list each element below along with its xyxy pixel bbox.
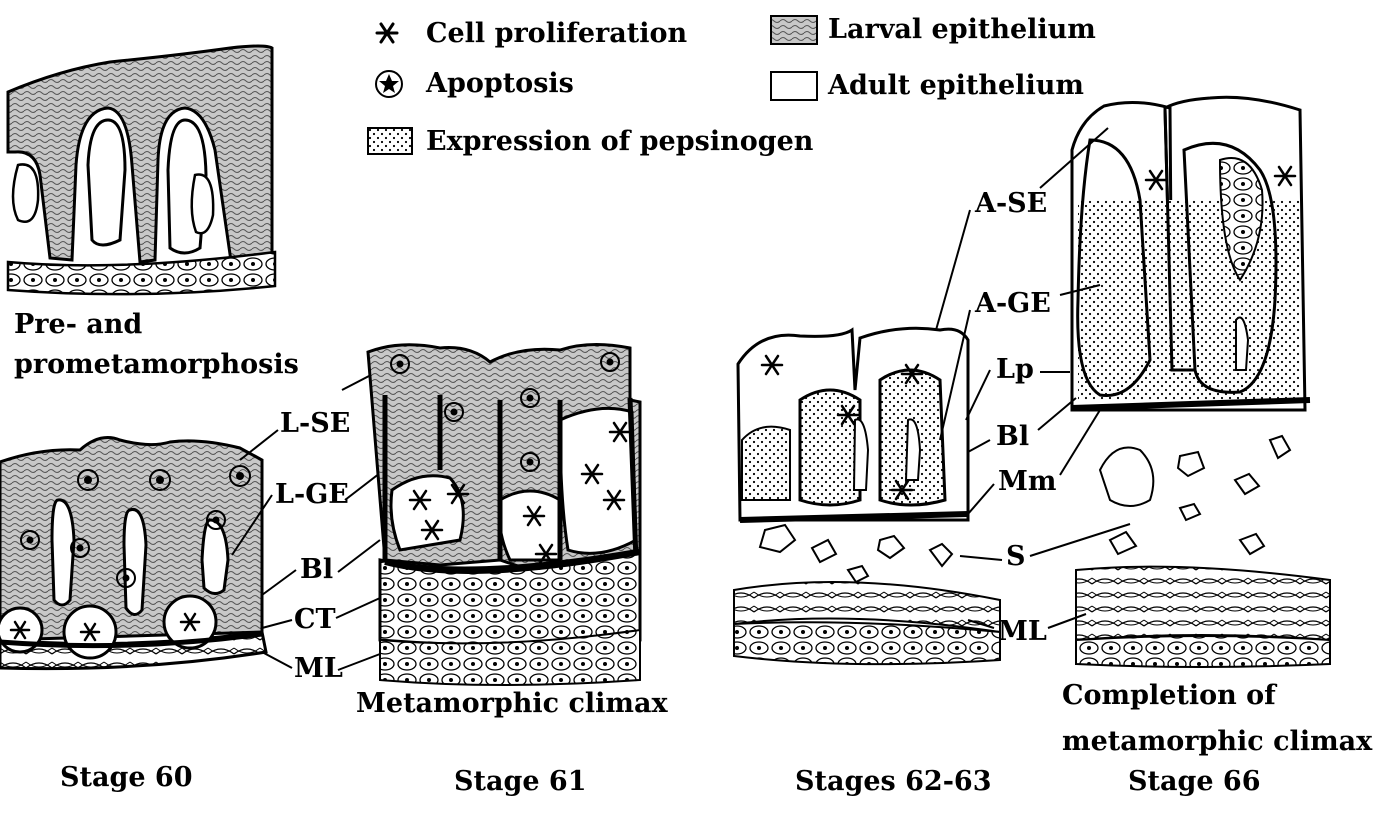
pepsinogen-swatch-icon — [367, 127, 413, 155]
panel-stage-60: Stage 60 — [0, 436, 268, 793]
pre-larval-epithelium — [6, 44, 274, 270]
larval-epithelium-swatch-icon — [770, 15, 818, 45]
label-lge: L-GE — [275, 479, 349, 510]
pre-caption-line2: prometamorphosis — [14, 349, 299, 380]
pre-caption-line1: Pre- and — [14, 309, 142, 340]
stage6263-66-labels: A-SE A-GE Lp Bl Mm S ML — [935, 127, 1131, 647]
legend-adult-epithelium-label: Adult epithelium — [827, 70, 1084, 101]
stage6263-label: Stages 62-63 — [795, 766, 991, 797]
panel-stage-66: Completion of metamorphic climax Stage 6… — [1062, 95, 1373, 797]
label-bl-1: Bl — [300, 554, 333, 585]
stage66-caption-line2: metamorphic climax — [1062, 726, 1373, 757]
label-mm: Mm — [998, 466, 1056, 497]
stage66-label: Stage 66 — [1128, 766, 1261, 797]
label-s: S — [1006, 541, 1026, 572]
label-ml-1: ML — [294, 653, 343, 684]
stage61-caption: Metamorphic climax — [356, 688, 668, 719]
apoptosis-icon — [375, 70, 403, 98]
legend: Cell proliferation Apoptosis Expression … — [367, 14, 1096, 157]
panel-pre-prometamorphosis: Pre- and prometamorphosis — [6, 44, 299, 380]
legend-pepsinogen-label: Expression of pepsinogen — [426, 126, 814, 157]
panel-stage-61: Metamorphic climax Stage 61 — [356, 342, 668, 797]
stage61-label: Stage 61 — [454, 766, 587, 797]
label-lp: Lp — [996, 354, 1034, 385]
panel-stages-62-63: Stages 62-63 — [733, 326, 1001, 797]
legend-apoptosis-label: Apoptosis — [425, 68, 574, 99]
label-ct: CT — [294, 604, 336, 635]
adult-epithelium-swatch-icon — [770, 71, 818, 101]
legend-larval-epithelium-label: Larval epithelium — [828, 14, 1096, 45]
label-ml-2: ML — [998, 616, 1047, 647]
label-age: A-GE — [974, 288, 1051, 319]
label-bl-2: Bl — [996, 421, 1029, 452]
stage60-label: Stage 60 — [60, 762, 193, 793]
legend-cell-proliferation-label: Cell proliferation — [426, 18, 687, 49]
cell-proliferation-icon — [375, 22, 399, 44]
stage66-caption-line1: Completion of — [1062, 680, 1278, 711]
label-lse: L-SE — [280, 408, 350, 439]
label-ase: A-SE — [974, 188, 1047, 219]
